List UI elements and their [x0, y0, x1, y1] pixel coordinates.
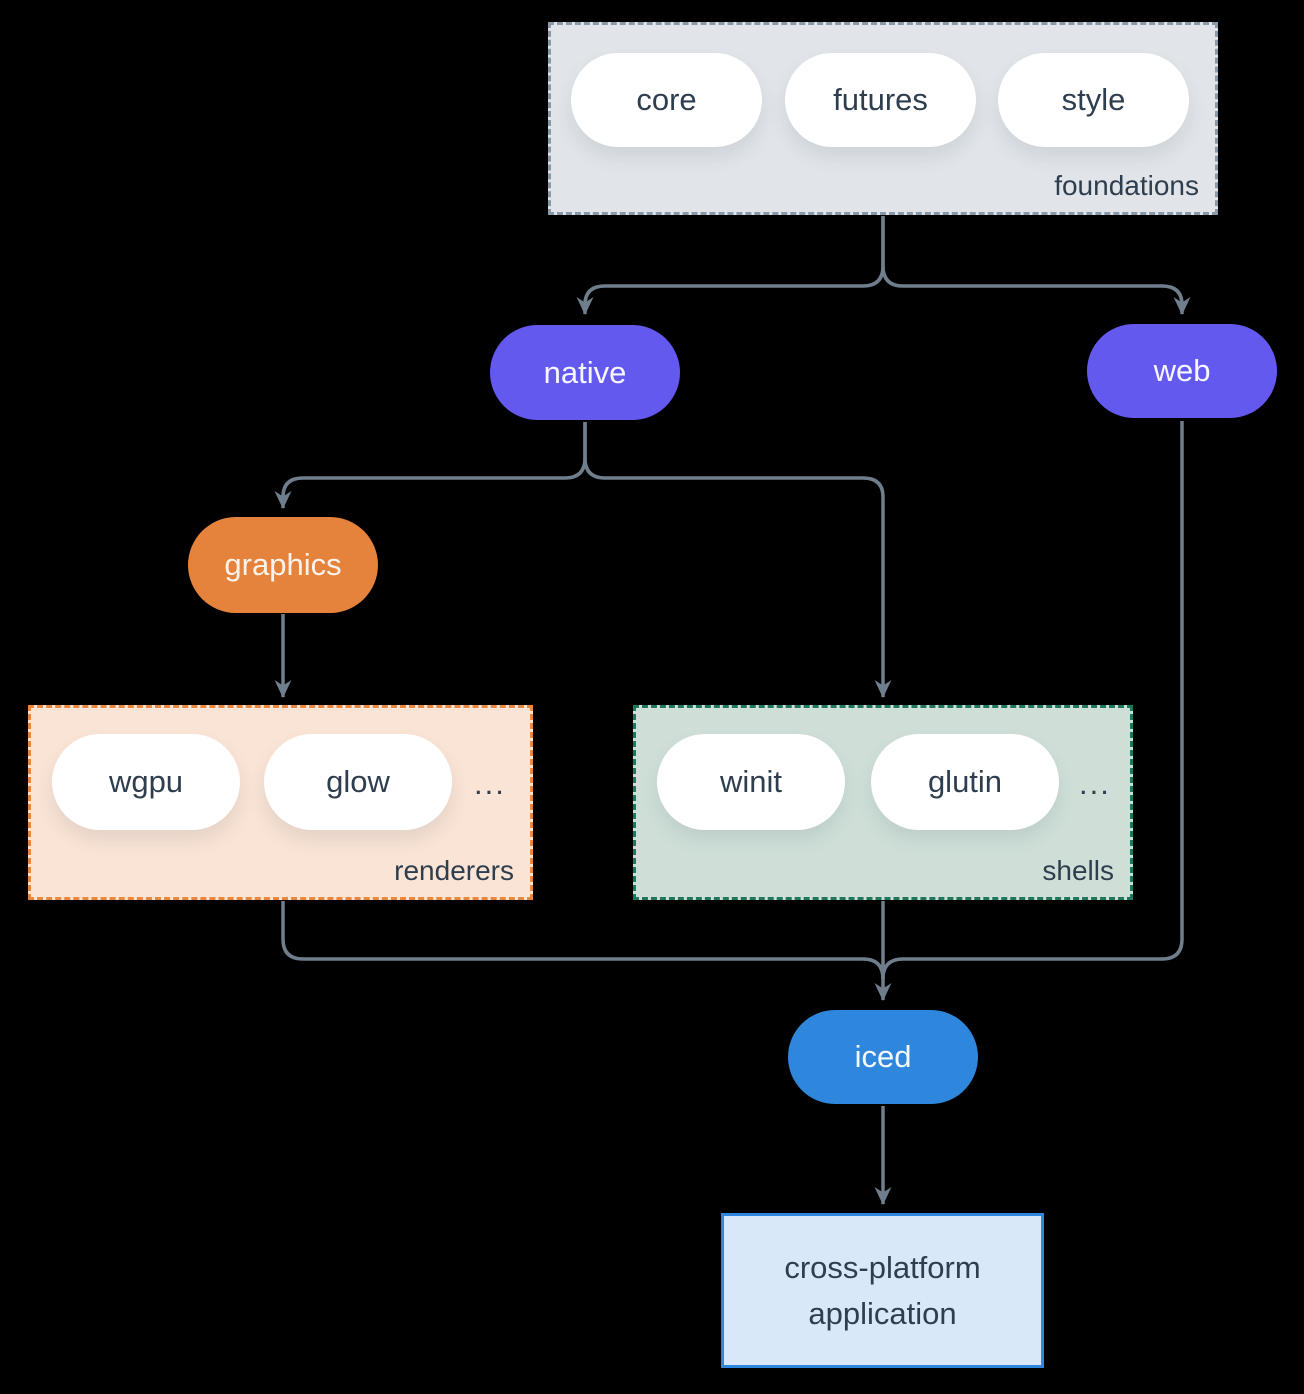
edge-web-merge	[881, 421, 1184, 980]
node-glow-label: glow	[326, 764, 390, 799]
edge-renderers-merge	[281, 901, 885, 980]
node-futures: futures	[785, 53, 976, 147]
node-style-label: style	[1061, 82, 1126, 117]
edge-native-graphics	[274, 422, 587, 509]
node-wgpu-label: wgpu	[108, 764, 184, 799]
application-label: cross-platform application	[784, 1249, 981, 1331]
node-glutin-label: glutin	[927, 764, 1003, 799]
node-glow: glow	[264, 734, 452, 830]
renderers-ellipsis: ...	[474, 766, 506, 801]
node-native-label: native	[543, 354, 627, 390]
shells-ellipsis: ...	[1079, 766, 1111, 801]
edge-foundations-native	[576, 216, 885, 315]
node-graphics-label: graphics	[224, 547, 342, 582]
group-renderers: wgpu glow ... renderers	[28, 705, 533, 900]
edge-native-shells	[583, 422, 892, 698]
node-style: style	[998, 53, 1189, 147]
node-iced-label: iced	[854, 1039, 912, 1074]
node-winit-label: winit	[719, 764, 782, 799]
node-core: core	[571, 53, 762, 147]
node-glutin: glutin	[871, 734, 1059, 830]
node-web: web	[1087, 324, 1277, 418]
renderers-group-label: renderers	[394, 855, 514, 886]
node-cross-platform-application: cross-platform application	[721, 1213, 1044, 1368]
node-graphics: graphics	[188, 517, 378, 613]
edge-foundations-web	[881, 216, 1191, 315]
node-iced: iced	[788, 1010, 978, 1104]
node-winit: winit	[657, 734, 845, 830]
node-futures-label: futures	[833, 82, 928, 117]
node-wgpu: wgpu	[52, 734, 240, 830]
node-core-label: core	[636, 82, 697, 117]
node-native: native	[490, 325, 680, 420]
group-foundations: core futures style foundations	[548, 22, 1218, 215]
shells-group-label: shells	[1042, 855, 1114, 886]
group-shells: winit glutin ... shells	[633, 705, 1133, 900]
node-web-label: web	[1153, 353, 1211, 388]
foundations-group-label: foundations	[1054, 170, 1199, 201]
